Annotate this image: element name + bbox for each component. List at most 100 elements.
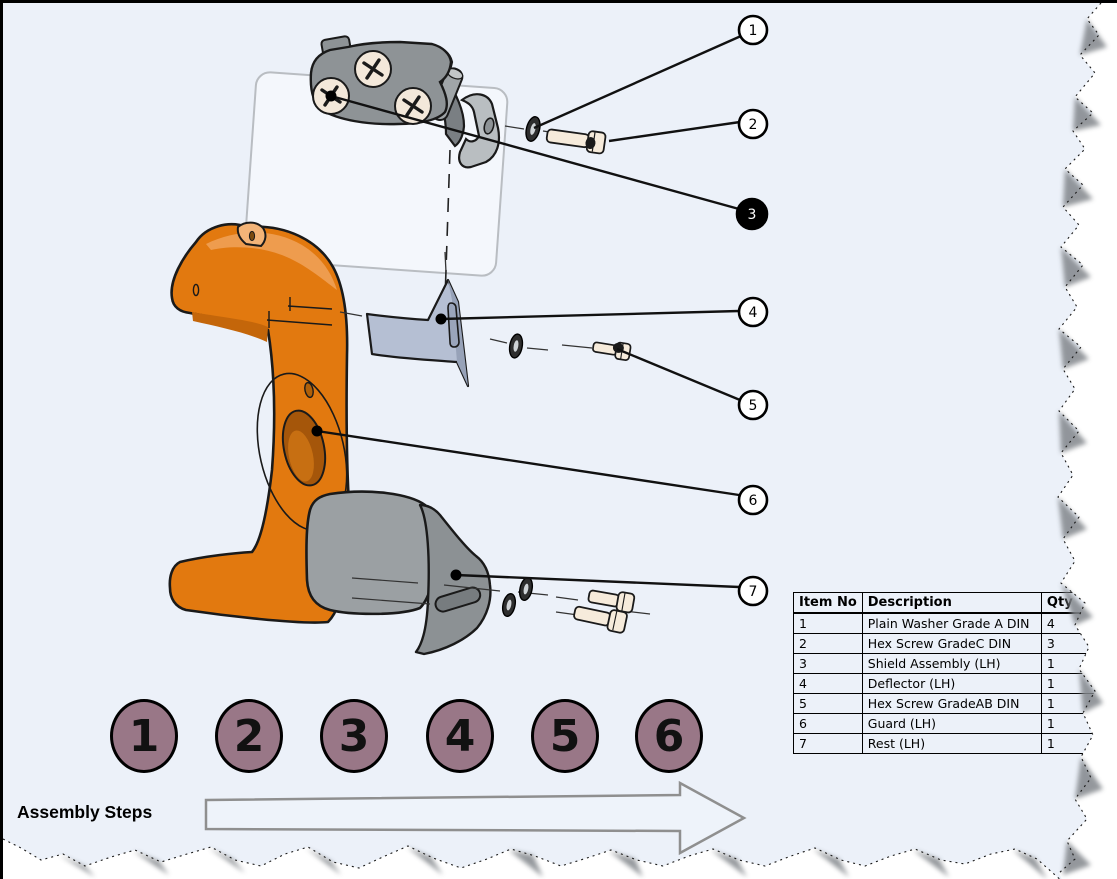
cell-item: 1 xyxy=(793,612,863,634)
step-circle-6[interactable]: 6 xyxy=(635,699,703,773)
assembly-steps-label: Assembly Steps xyxy=(17,802,153,822)
table-row: 2 Hex Screw GradeC DIN 3 xyxy=(793,633,1117,654)
svg-text:6: 6 xyxy=(749,493,758,509)
washer-bottom-2 xyxy=(518,576,534,602)
cell-description: Shield Assembly (LH) xyxy=(861,653,1042,674)
center-mark xyxy=(287,297,333,311)
axis-line xyxy=(489,338,508,344)
bracket-hook xyxy=(458,93,501,169)
cell-item: 4 xyxy=(793,673,863,694)
cell-item: 3 xyxy=(793,653,863,674)
bom-table: Item No Description Qty 1 Plain Washer G… xyxy=(793,592,1117,754)
hex-screw-middle xyxy=(592,341,632,361)
leader-line-2 xyxy=(608,120,741,143)
step-circle-2[interactable]: 2 xyxy=(215,699,283,773)
leader-line-4 xyxy=(440,309,740,321)
shield-assembly-part xyxy=(309,35,501,169)
cell-description: Hex Screw GradeC DIN xyxy=(861,633,1042,654)
svg-text:5: 5 xyxy=(749,398,758,414)
bom-header-description: Description xyxy=(861,592,1042,614)
centerline-dashed xyxy=(444,149,451,301)
washer-top xyxy=(525,116,541,142)
table-row: 7 Rest (LH) 1 xyxy=(793,733,1117,754)
center-mark xyxy=(266,311,333,328)
balloon-2[interactable]: 2 xyxy=(737,108,769,140)
axis-line xyxy=(555,596,579,601)
guard-side-hole xyxy=(192,283,200,297)
hex-screw-bottom-2 xyxy=(573,605,628,634)
cell-qty: 1 xyxy=(1040,673,1117,694)
guard-small-hole xyxy=(304,381,314,399)
cell-qty: 3 xyxy=(1040,633,1117,654)
axis-line xyxy=(351,577,419,584)
table-row: 6 Guard (LH) 1 xyxy=(793,713,1117,734)
leader-dot-4 xyxy=(435,313,447,325)
leader-dot-7 xyxy=(450,569,462,581)
hex-screw-bottom-1 xyxy=(587,589,636,614)
guard-hub-hole-inner xyxy=(288,430,314,482)
rest-slot xyxy=(434,586,482,613)
cell-qty: 1 xyxy=(1040,653,1117,674)
washer-bottom-1 xyxy=(501,592,517,618)
guard-part xyxy=(168,221,353,624)
step-circle-1[interactable]: 1 xyxy=(110,699,178,773)
balloon-6[interactable]: 6 xyxy=(737,484,769,516)
cell-item: 6 xyxy=(793,713,863,734)
step-circle-4[interactable]: 4 xyxy=(426,699,494,773)
svg-text:1: 1 xyxy=(749,23,758,39)
cell-qty: 1 xyxy=(1040,713,1117,734)
balloon-4[interactable]: 4 xyxy=(737,296,769,328)
svg-text:3: 3 xyxy=(748,207,757,223)
guard-ear-hole xyxy=(248,230,256,242)
cell-description: Guard (LH) xyxy=(861,713,1042,734)
cell-qty: 1 xyxy=(1040,693,1117,714)
leader-line-5 xyxy=(616,347,741,402)
axis-line xyxy=(351,597,431,605)
cell-description: Plain Washer Grade A DIN xyxy=(861,612,1042,634)
bom-header-row: Item No Description Qty xyxy=(793,592,1117,614)
axis-line xyxy=(444,251,447,273)
bom-header-item: Item No xyxy=(793,592,863,614)
step-circle-3[interactable]: 3 xyxy=(320,699,388,773)
leader-dot-6 xyxy=(311,425,323,437)
cell-qty: 4 xyxy=(1040,612,1117,634)
bom-header-qty: Qty xyxy=(1040,592,1117,614)
deflector-slot xyxy=(447,302,460,348)
cell-item: 7 xyxy=(793,733,863,754)
cell-qty: 1 xyxy=(1040,733,1117,754)
axis-line xyxy=(526,347,549,351)
balloon-7[interactable]: 7 xyxy=(737,575,769,607)
step-circle-5[interactable]: 5 xyxy=(531,699,599,773)
balloon-3[interactable]: 3 xyxy=(735,197,769,231)
table-row: 1 Plain Washer Grade A DIN 4 xyxy=(793,612,1117,634)
leader-dot-3 xyxy=(325,90,337,102)
deflector-part xyxy=(365,278,470,388)
leader-line-7 xyxy=(455,573,740,589)
cell-item: 2 xyxy=(793,633,863,654)
svg-text:4: 4 xyxy=(749,305,758,321)
phillips-screw-1 xyxy=(354,50,392,88)
leader-lines xyxy=(316,34,742,589)
table-row: 4 Deflector (LH) 1 xyxy=(793,673,1117,694)
leader-dots xyxy=(311,90,462,581)
guard-shade xyxy=(192,312,268,342)
axis-line xyxy=(443,584,501,592)
table-row: 5 Hex Screw GradeAB DIN 1 xyxy=(793,693,1117,714)
svg-text:2: 2 xyxy=(749,117,758,133)
leader-line-3 xyxy=(330,94,740,211)
assembly-steps-arrow xyxy=(204,780,747,856)
balloon-5[interactable]: 5 xyxy=(737,389,769,421)
guard-highlight xyxy=(206,232,337,290)
axis-line xyxy=(339,311,363,317)
hook-hole xyxy=(483,117,495,135)
leader-line-1 xyxy=(533,34,742,130)
balloon-1[interactable]: 1 xyxy=(737,14,769,46)
leader-line-6 xyxy=(316,429,740,497)
cell-description: Deflector (LH) xyxy=(861,673,1042,694)
cell-description: Hex Screw GradeAB DIN xyxy=(861,693,1042,714)
axis-line xyxy=(561,344,593,349)
table-row: 3 Shield Assembly (LH) 1 xyxy=(793,653,1117,674)
rest-part xyxy=(305,490,492,656)
